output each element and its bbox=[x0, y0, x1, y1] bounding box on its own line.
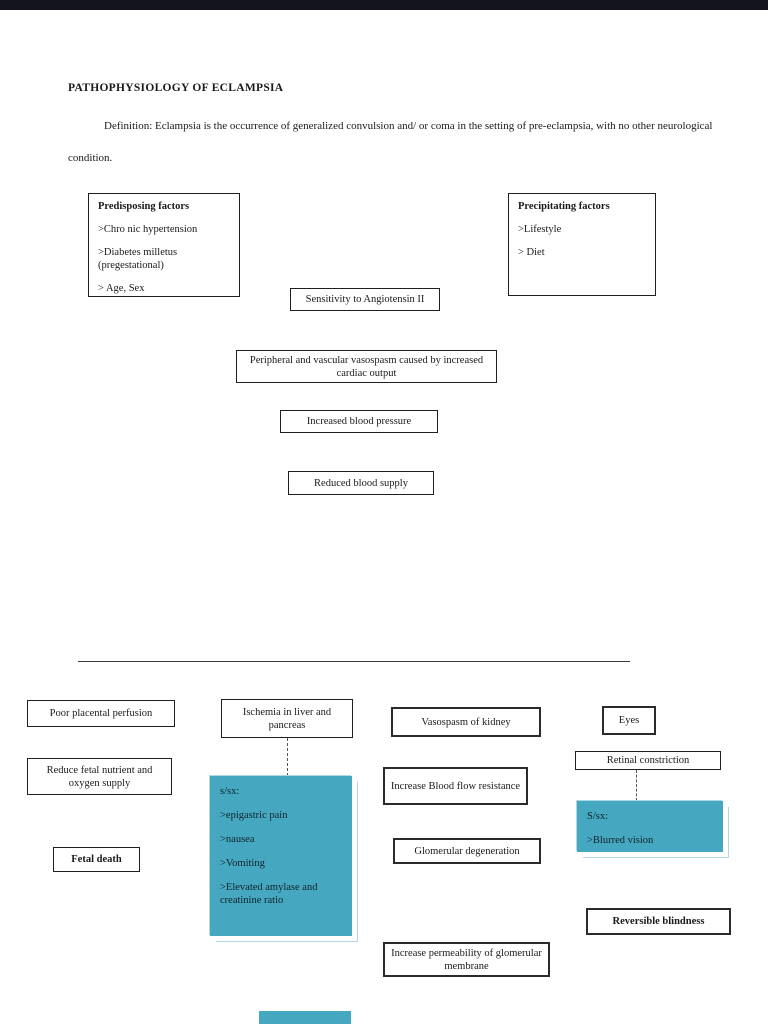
predisposing-factors-box: Predisposing factors >Chro nic hypertens… bbox=[88, 193, 240, 297]
next-page-box-fragment bbox=[259, 1011, 351, 1024]
branch-head-kidney: Vasospasm of kidney bbox=[391, 707, 541, 737]
flow-box-sensitivity: Sensitivity to Angiotensin II bbox=[290, 288, 440, 311]
flow-box-increased-bp: Increased blood pressure bbox=[280, 410, 438, 433]
precipitating-item: >Lifestyle bbox=[518, 224, 562, 235]
kidney-step3-box: Increase permeability of glomerular memb… bbox=[383, 942, 550, 977]
flow-box-vasospasm: Peripheral and vascular vasospasm caused… bbox=[236, 350, 497, 383]
liver-sx-item: >epigastric pain bbox=[220, 810, 288, 821]
definition-paragraph: Definition: Eclampsia is the occurrence … bbox=[68, 120, 713, 164]
branch-head-placenta: Poor placental perfusion bbox=[27, 700, 175, 727]
eyes-step-box: Retinal constriction bbox=[575, 751, 721, 770]
predisposing-factors-title: Predisposing factors bbox=[98, 201, 190, 212]
eyes-sx-title: S/sx: bbox=[587, 811, 609, 822]
viewer-top-bar bbox=[0, 0, 768, 10]
liver-sx-title: s/sx: bbox=[220, 786, 240, 797]
page-title: PATHOPHYSIOLOGY OF ECLAMPSIA bbox=[68, 82, 284, 94]
eyes-outcome-box: Reversible blindness bbox=[586, 908, 731, 935]
branch-head-eyes: Eyes bbox=[602, 706, 656, 735]
liver-sx-item: >Elevated amylase and creatinine ratio bbox=[220, 882, 318, 906]
liver-sx-box: s/sx: >epigastric pain >nausea >Vomiting… bbox=[210, 776, 352, 936]
kidney-step2-box: Glomerular degeneration bbox=[393, 838, 541, 864]
liver-sx-item: >Vomiting bbox=[220, 858, 265, 869]
eyes-sx-box: S/sx: >Blurred vision bbox=[577, 801, 723, 852]
predisposing-item: >Diabetes milletus (pregestational) bbox=[98, 247, 178, 271]
placenta-outcome-box: Fetal death bbox=[53, 847, 140, 872]
eyes-sx-item: >Blurred vision bbox=[587, 835, 654, 846]
flow-box-reduced-supply: Reduced blood supply bbox=[288, 471, 434, 495]
kidney-step1-box: Increase Blood flow resistance bbox=[383, 767, 528, 805]
placenta-step-box: Reduce fetal nutrient and oxygen supply bbox=[27, 758, 172, 795]
liver-dashed-connector bbox=[287, 738, 288, 776]
eyes-dashed-connector bbox=[636, 770, 637, 801]
precipitating-factors-title: Precipitating factors bbox=[518, 201, 610, 212]
precipitating-factors-box: Precipitating factors >Lifestyle > Diet bbox=[508, 193, 656, 296]
predisposing-item: > Age, Sex bbox=[98, 283, 145, 294]
precipitating-item: > Diet bbox=[518, 247, 545, 258]
predisposing-item: >Chro nic hypertension bbox=[98, 224, 198, 235]
branch-head-liver: Ischemia in liver and pancreas bbox=[221, 699, 353, 738]
section-divider-line bbox=[78, 661, 630, 662]
liver-sx-item: >nausea bbox=[220, 834, 255, 845]
